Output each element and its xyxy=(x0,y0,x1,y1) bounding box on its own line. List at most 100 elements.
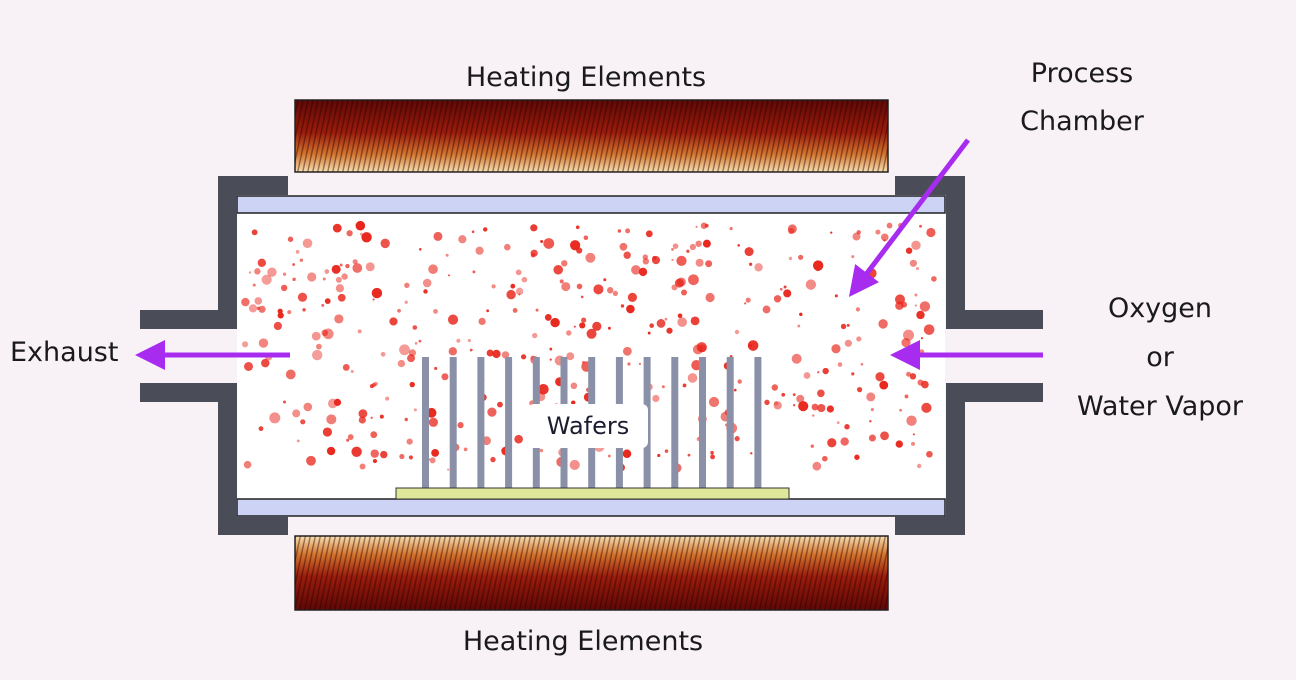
gas-particle xyxy=(467,338,471,343)
gas-particle xyxy=(335,276,342,283)
gas-particle xyxy=(627,292,638,302)
gas-particle xyxy=(817,371,820,374)
gas-particle xyxy=(791,353,802,364)
gas-particle xyxy=(497,401,503,408)
gas-particle xyxy=(463,447,468,452)
gas-particle xyxy=(585,252,596,263)
gas-particle xyxy=(579,322,586,329)
gas-particle xyxy=(261,358,270,368)
gas-particle xyxy=(359,232,363,236)
heating-elements-top-label: Heating Elements xyxy=(465,62,707,93)
gas-particle xyxy=(426,407,437,418)
gas-particle xyxy=(911,441,916,446)
gas-particle xyxy=(866,392,876,402)
gas-particle xyxy=(620,304,625,308)
gas-particle xyxy=(687,453,691,457)
gas-particle xyxy=(280,284,288,292)
gas-particle xyxy=(371,382,376,388)
gas-particle xyxy=(773,295,782,303)
gas-particle xyxy=(912,433,915,436)
gas-particle xyxy=(734,436,740,442)
gas-particle xyxy=(492,349,501,359)
gas-particle xyxy=(292,263,296,266)
gas-particle xyxy=(456,338,461,343)
wafer xyxy=(754,357,762,488)
gas-particle xyxy=(783,289,792,298)
gas-particle xyxy=(812,414,815,417)
gas-particle xyxy=(540,239,544,243)
gas-particle xyxy=(826,405,834,413)
gas-particle xyxy=(642,254,648,260)
gas-particle xyxy=(422,278,432,288)
gas-particle xyxy=(652,255,657,261)
gas-particle xyxy=(710,450,714,455)
gas-particle xyxy=(792,393,796,397)
gas-particle xyxy=(895,301,904,310)
gas-particle xyxy=(695,225,698,228)
gas-particle xyxy=(788,256,793,261)
gas-particle xyxy=(472,270,476,274)
gas-particle xyxy=(899,408,903,412)
gas-particle xyxy=(708,396,720,408)
gas-particle xyxy=(334,314,344,324)
gas-particle xyxy=(433,309,438,314)
process-chamber-arrow xyxy=(848,138,970,297)
gas-particle xyxy=(490,456,496,463)
gas-particle xyxy=(649,323,655,328)
gas-particle xyxy=(671,258,674,262)
gas-particle xyxy=(441,373,449,381)
gas-particle xyxy=(681,289,688,296)
gas-particle xyxy=(856,336,862,342)
gas-particle xyxy=(690,316,700,326)
gas-particle xyxy=(592,321,602,331)
gas-particle xyxy=(300,419,306,425)
gas-particle xyxy=(909,373,917,380)
gas-particle xyxy=(657,453,661,458)
process-chamber-label: Process Chamber xyxy=(982,50,1182,146)
gas-particle xyxy=(332,223,342,233)
gas-particle xyxy=(817,403,826,413)
gas-particle xyxy=(372,298,375,301)
gas-particle xyxy=(844,424,850,430)
gas-particle xyxy=(798,254,804,260)
gas-particle xyxy=(836,421,840,425)
process-chamber-line-2: Chamber xyxy=(1020,106,1144,137)
gas-particle xyxy=(287,236,294,242)
gas-particle xyxy=(380,450,388,459)
gas-particle xyxy=(241,297,250,307)
gas-particle xyxy=(532,332,538,339)
gas-particle xyxy=(676,255,687,266)
gas-particle xyxy=(837,362,843,367)
gas-particle xyxy=(399,453,405,460)
gas-particle xyxy=(664,317,668,321)
gas-particle xyxy=(854,454,860,460)
gas-particle xyxy=(337,293,346,302)
gas-particle xyxy=(617,229,622,233)
gas-particle xyxy=(783,285,787,289)
gas-particle xyxy=(311,331,321,341)
gas-particle xyxy=(429,457,436,464)
gas-particle xyxy=(385,396,390,401)
gas-particle xyxy=(285,369,296,380)
gas-particle xyxy=(258,426,264,432)
gas-particle xyxy=(341,273,348,280)
gas-particle xyxy=(241,341,249,348)
gas-particle xyxy=(676,277,686,287)
gas-particle xyxy=(705,292,715,303)
gas-particle xyxy=(447,274,450,277)
gas-particle xyxy=(586,328,597,339)
gas-particle xyxy=(799,312,803,317)
gas-particle xyxy=(408,455,414,460)
gas-particle xyxy=(370,449,379,458)
gas-particle xyxy=(550,317,560,328)
gas-particle xyxy=(254,297,263,305)
gas-particle xyxy=(413,408,417,412)
chamber-frame-right xyxy=(895,176,1043,535)
gas-particle xyxy=(734,329,740,335)
gas-particle xyxy=(428,417,439,427)
gas-particle xyxy=(625,228,631,234)
gas-particle xyxy=(764,399,770,406)
gas-particle xyxy=(803,372,811,379)
gas-particle xyxy=(515,269,522,276)
